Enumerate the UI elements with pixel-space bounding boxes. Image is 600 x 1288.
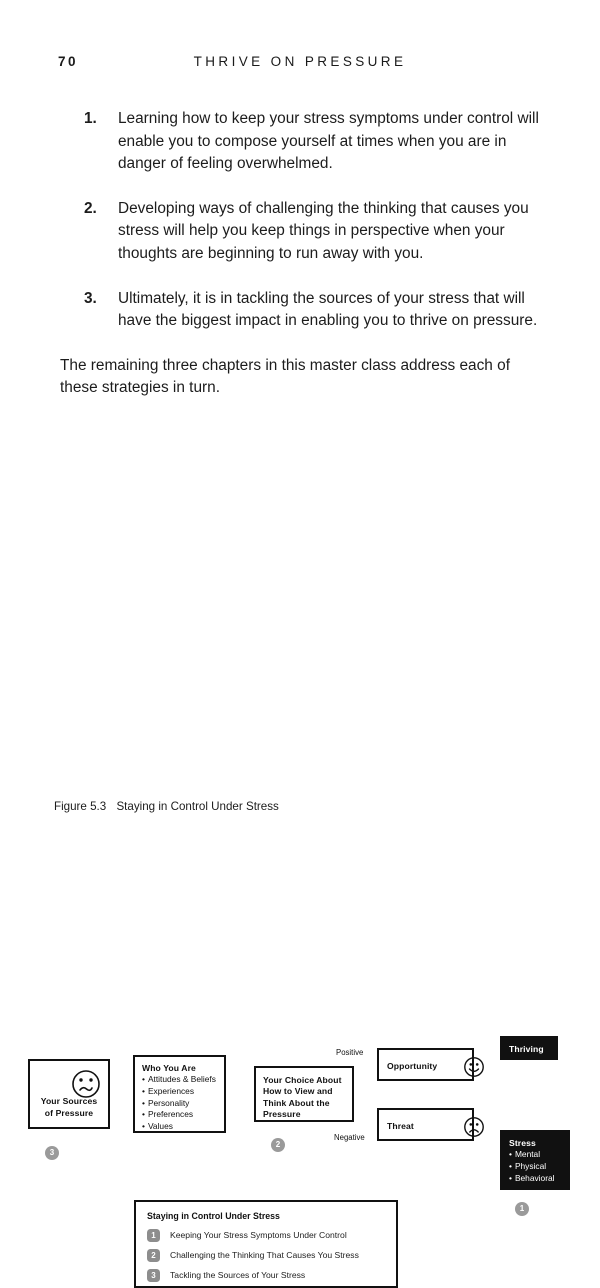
node-bullet-list: Attitudes & Beliefs Experiences Personal… bbox=[142, 1074, 224, 1132]
closing-paragraph: The remaining three chapters in this mas… bbox=[60, 356, 510, 397]
figure-caption-text: Staying in Control Under Stress bbox=[116, 800, 279, 813]
legend-staying-in-control: Staying in Control Under Stress 1 Keepin… bbox=[134, 1200, 398, 1288]
list-item-marker: 1. bbox=[84, 110, 97, 127]
legend-label: Challenging the Thinking That Causes You… bbox=[170, 1250, 359, 1260]
legend-chip-3: 3 bbox=[147, 1269, 160, 1282]
bullet-item: Behavioral bbox=[509, 1173, 568, 1185]
figure-caption-number: Figure 5.3 bbox=[54, 800, 107, 813]
strategy-marker-2: 2 bbox=[271, 1138, 285, 1152]
list-item: 3. Ultimately, it is in tackling the sou… bbox=[60, 288, 546, 333]
legend-row: 3 Tackling the Sources of Your Stress bbox=[147, 1269, 306, 1282]
node-stress: Stress Mental Physical Behavioral bbox=[500, 1130, 570, 1190]
node-title: Thriving bbox=[509, 1044, 544, 1054]
node-title-line2: How to View and bbox=[263, 1086, 333, 1097]
node-thriving: Thriving bbox=[500, 1036, 558, 1060]
list-item-marker: 2. bbox=[84, 199, 97, 217]
diagram-arrows bbox=[0, 510, 600, 800]
legend-label: Tackling the Sources of Your Stress bbox=[170, 1270, 306, 1280]
node-title-line4: Pressure bbox=[263, 1109, 301, 1120]
book-title: THRIVE ON PRESSURE bbox=[193, 54, 407, 69]
edge-label-negative: Negative bbox=[334, 1133, 365, 1142]
list-item: 2. Developing ways of challenging the th… bbox=[60, 198, 546, 266]
edge-label-positive: Positive bbox=[336, 1048, 364, 1057]
node-your-sources-of-pressure: Your Sources of Pressure bbox=[28, 1059, 110, 1129]
bullet-item: Mental bbox=[509, 1149, 568, 1161]
legend-label: Keeping Your Stress Symptoms Under Contr… bbox=[170, 1230, 347, 1240]
bullet-item: Experiences bbox=[142, 1086, 224, 1098]
node-title: Your Choice About How to View and Think … bbox=[263, 1075, 351, 1121]
strategy-marker-3: 3 bbox=[45, 1146, 59, 1160]
node-title-line1: Your Choice About bbox=[263, 1075, 342, 1085]
bullet-item: Values bbox=[142, 1121, 224, 1133]
node-title: Opportunity bbox=[387, 1061, 438, 1071]
node-bullet-list: Mental Physical Behavioral bbox=[509, 1149, 568, 1184]
bullet-item: Personality bbox=[142, 1098, 224, 1110]
list-item-marker: 3. bbox=[84, 289, 97, 307]
list-item-text: Developing ways of challenging the think… bbox=[118, 199, 529, 262]
node-title: Who You Are bbox=[142, 1063, 196, 1073]
node-label: Your Sources of Pressure bbox=[30, 1096, 108, 1119]
page-number: 70 bbox=[58, 54, 79, 69]
legend-title: Staying in Control Under Stress bbox=[147, 1211, 280, 1221]
running-head: 70 THRIVE ON PRESSURE bbox=[0, 54, 600, 74]
list-item-text: Ultimately, it is in tackling the source… bbox=[118, 289, 538, 330]
numbered-list: 1. Learning how to keep your stress symp… bbox=[60, 108, 546, 333]
bullet-item: Attitudes & Beliefs bbox=[142, 1074, 224, 1086]
figure-5-3: Your Sources of Pressure Who You Are Att… bbox=[0, 510, 600, 1288]
list-item-text: Learning how to keep your stress symptom… bbox=[118, 110, 539, 173]
diagram-canvas: Your Sources of Pressure Who You Are Att… bbox=[0, 510, 600, 1288]
node-opportunity: Opportunity bbox=[377, 1048, 484, 1081]
bullet-item: Preferences bbox=[142, 1109, 224, 1121]
list-item: 1. Learning how to keep your stress symp… bbox=[60, 108, 546, 176]
body-text: 1. Learning how to keep your stress symp… bbox=[60, 108, 546, 400]
node-label-line1: Your Sources bbox=[40, 1096, 98, 1107]
strategy-marker-1: 1 bbox=[515, 1202, 529, 1216]
legend-row: 2 Challenging the Thinking That Causes Y… bbox=[147, 1249, 359, 1262]
bullet-item: Physical bbox=[509, 1161, 568, 1173]
node-label-line2: of Pressure bbox=[44, 1107, 94, 1118]
node-title: Threat bbox=[387, 1121, 414, 1131]
figure-caption: Figure 5.3 Staying in Control Under Stre… bbox=[54, 800, 279, 813]
node-your-choice-about-pressure: Your Choice About How to View and Think … bbox=[254, 1066, 354, 1122]
node-who-you-are: Who You Are Attitudes & Beliefs Experien… bbox=[133, 1055, 226, 1133]
legend-row: 1 Keeping Your Stress Symptoms Under Con… bbox=[147, 1229, 347, 1242]
node-threat: Threat bbox=[377, 1108, 484, 1141]
legend-chip-2: 2 bbox=[147, 1249, 160, 1262]
node-title-line3: Think About the bbox=[263, 1097, 330, 1108]
legend-chip-1: 1 bbox=[147, 1229, 160, 1242]
node-title: Stress bbox=[509, 1138, 536, 1148]
